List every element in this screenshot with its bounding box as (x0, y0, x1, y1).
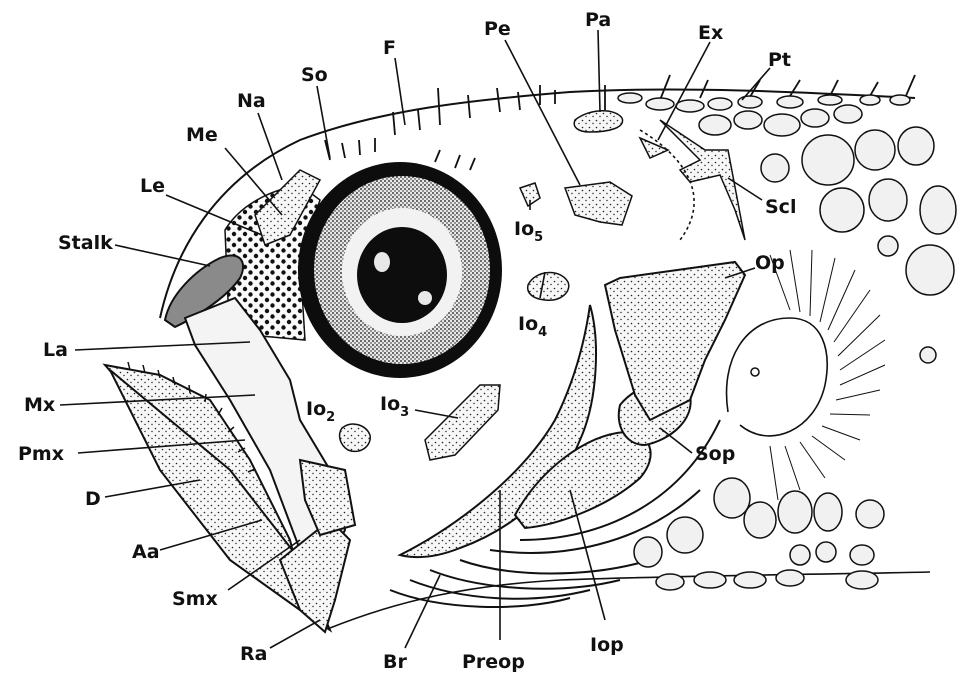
label-Mx: Mx (24, 394, 55, 416)
pterygoid-bone (565, 182, 632, 225)
label-Ra: Ra (240, 643, 267, 665)
label-Ex: Ex (698, 22, 723, 44)
label-Sop: Sop (695, 443, 735, 465)
label-Io5: Io5 (514, 218, 543, 245)
infraorbital-3 (425, 385, 500, 460)
label-Me: Me (186, 124, 218, 146)
label-Scl: Scl (765, 196, 796, 218)
label-Pmx: Pmx (18, 443, 64, 465)
infraorbital-4 (528, 273, 569, 301)
label-Br: Br (383, 651, 407, 673)
dorsal-plates (618, 93, 910, 136)
label-Io2: Io2 (306, 398, 335, 425)
eye (298, 162, 502, 378)
infraorbital-2 (340, 424, 371, 451)
label-Aa: Aa (132, 541, 160, 563)
label-Pa: Pa (585, 9, 611, 31)
label-Na: Na (237, 90, 266, 112)
label-Io4: Io4 (518, 313, 547, 340)
label-Le: Le (140, 175, 165, 197)
opercle (605, 262, 745, 420)
label-Io3: Io3 (380, 393, 409, 420)
label-D: D (85, 488, 101, 510)
label-Preop: Preop (462, 651, 525, 673)
label-Pt: Pt (768, 49, 791, 71)
label-Op: Op (755, 252, 785, 274)
retroarticular (280, 520, 350, 632)
extrascapular (640, 138, 668, 158)
label-Smx: Smx (172, 588, 218, 610)
parietal-bone (574, 111, 622, 132)
label-Stalk: Stalk (58, 232, 113, 254)
pectoral-fin (727, 250, 885, 500)
label-Pe: Pe (484, 18, 511, 40)
label-La: La (43, 339, 68, 361)
label-Iop: Iop (590, 634, 624, 656)
label-So: So (301, 64, 328, 86)
label-F: F (383, 37, 396, 59)
